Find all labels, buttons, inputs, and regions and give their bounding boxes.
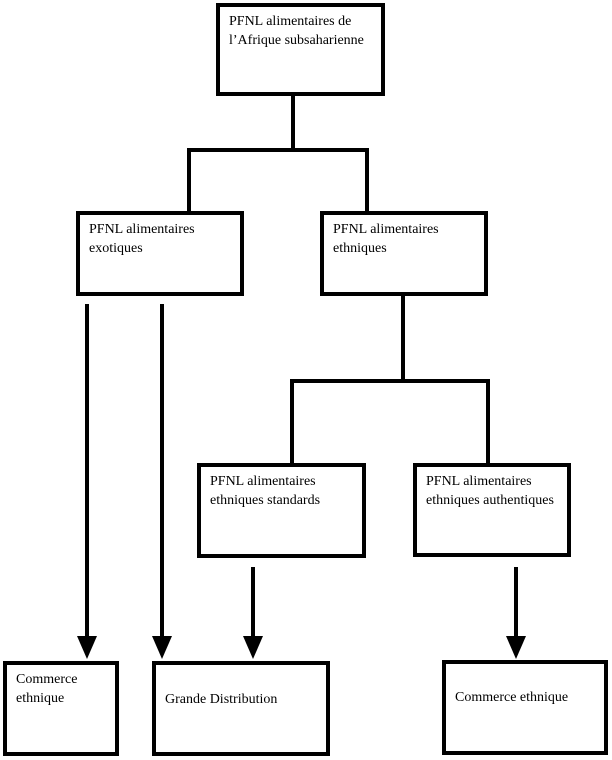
node-label: Commerce ethnique bbox=[455, 690, 569, 705]
node-label: Commerce ethnique bbox=[16, 672, 78, 706]
arrow-shaft bbox=[514, 567, 518, 636]
arrow-down-icon bbox=[243, 636, 263, 659]
connector-ethniques-stem bbox=[401, 296, 405, 383]
node-label: PFNL alimentaires ethniques standards bbox=[210, 474, 321, 508]
node-pfnl-root: PFNL alimentaires de l’Afrique subsahari… bbox=[216, 3, 385, 96]
node-pfnl-exotiques: PFNL alimentaires exotiques bbox=[76, 211, 244, 296]
node-label: Grande Distribution bbox=[165, 692, 278, 707]
connector-split1-to-ethniques bbox=[365, 148, 369, 211]
arrow-down-icon bbox=[506, 636, 526, 659]
arrow-down-icon bbox=[77, 636, 97, 659]
connector-split2-horizontal bbox=[290, 379, 490, 383]
node-pfnl-ethniques: PFNL alimentaires ethniques bbox=[320, 211, 488, 296]
arrow-shaft bbox=[251, 567, 255, 636]
node-grande-distribution: Grande Distribution bbox=[152, 661, 330, 756]
arrow-down-icon bbox=[152, 636, 172, 659]
connector-split1-to-exotiques bbox=[187, 148, 191, 211]
connector-split2-to-authentiques bbox=[486, 379, 490, 463]
node-commerce-ethnique-left: Commerce ethnique bbox=[3, 661, 119, 756]
node-label: PFNL alimentaires de l’Afrique subsahari… bbox=[229, 14, 364, 48]
node-commerce-ethnique-right: Commerce ethnique bbox=[442, 660, 608, 755]
node-label: PFNL alimentaires ethniques bbox=[333, 222, 439, 256]
node-label: PFNL alimentaires ethniques authentiques bbox=[426, 474, 554, 508]
node-pfnl-ethniques-authentiques: PFNL alimentaires ethniques authentiques bbox=[413, 463, 571, 557]
connector-split1-horizontal bbox=[187, 148, 369, 152]
connector-root-stem bbox=[291, 96, 295, 152]
connector-split2-to-standards bbox=[290, 379, 294, 463]
arrow-shaft bbox=[85, 304, 89, 636]
node-label: PFNL alimentaires exotiques bbox=[89, 222, 195, 256]
arrow-shaft bbox=[160, 304, 164, 636]
node-pfnl-ethniques-standards: PFNL alimentaires ethniques standards bbox=[197, 463, 366, 558]
